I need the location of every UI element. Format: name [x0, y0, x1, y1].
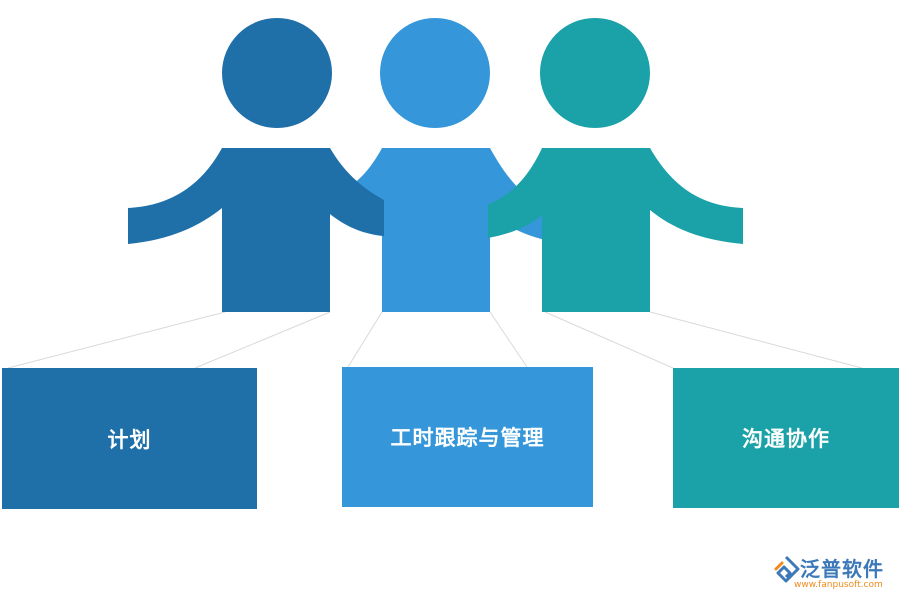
label-plan: 计划: [107, 427, 152, 452]
label-collaboration: 沟通协作: [742, 427, 830, 451]
person-figure-3: [488, 18, 743, 312]
connector-line-3-right: [649, 311, 863, 369]
person-figure-2: [330, 18, 545, 312]
person-head-3: [540, 18, 650, 128]
label-time-tracking: 工时跟踪与管理: [390, 426, 545, 450]
connector-line-1-right: [194, 311, 331, 369]
person-head-1: [222, 18, 332, 128]
label-box-collaboration: 沟通协作: [673, 368, 899, 508]
connector-line-3-left: [544, 311, 674, 369]
connector-line-2-right: [489, 311, 528, 368]
logo-url: www.fanpusoft.com: [794, 580, 883, 590]
connector-line-2-left: [347, 311, 383, 368]
brand-logo: 泛普软件 www.fanpusoft.com: [772, 553, 894, 597]
person-body-1: [128, 148, 384, 312]
connector-line-1-left: [7, 311, 226, 369]
person-head-2: [380, 18, 490, 128]
person-figure-1: [128, 18, 384, 312]
label-box-time-tracking: 工时跟踪与管理: [342, 367, 593, 507]
connector-lines: [7, 311, 863, 369]
person-body-3: [488, 148, 743, 312]
label-box-plan: 计划: [2, 368, 257, 509]
logo-mark-icon: [774, 555, 800, 583]
person-body-2: [330, 148, 545, 312]
logo-name: 泛普软件: [800, 557, 884, 581]
